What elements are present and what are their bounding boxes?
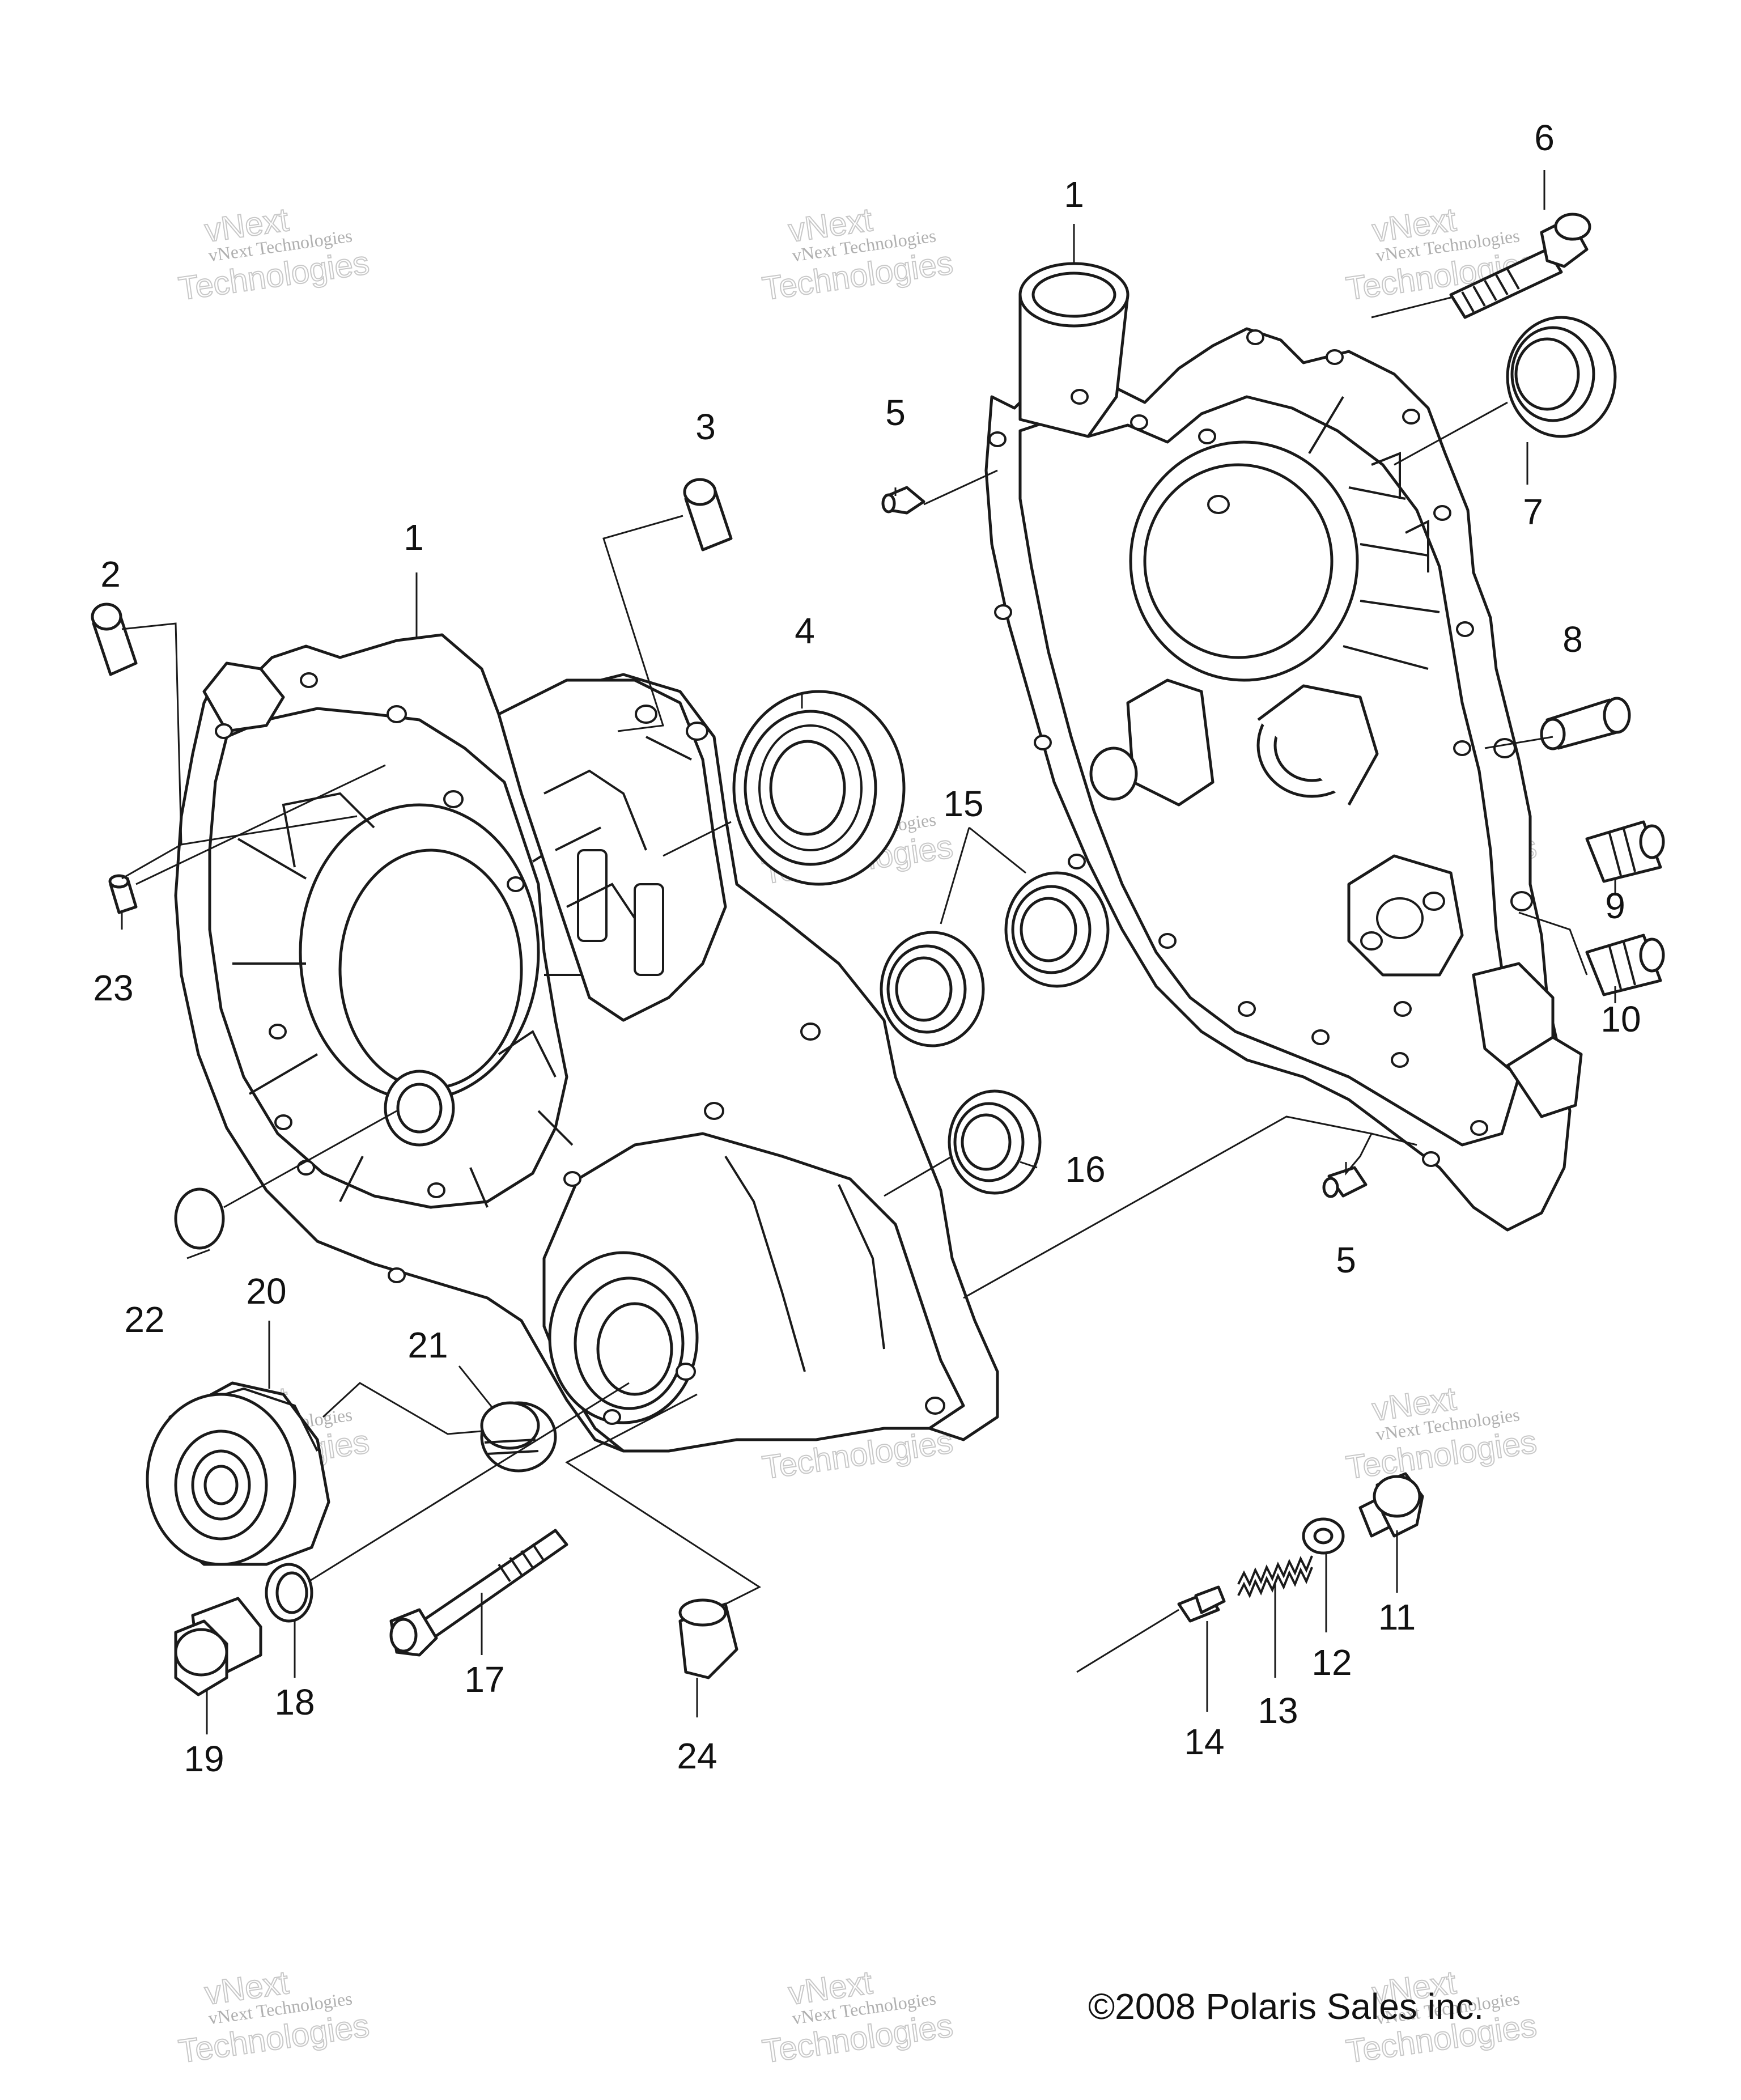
part-16-bearing [948, 1089, 1042, 1195]
leader-lines [121, 170, 1616, 1734]
callout-1-right: 1 [1064, 174, 1084, 215]
part-7-seal [1506, 316, 1617, 438]
callout-20: 20 [246, 1271, 286, 1312]
callout-7: 7 [1523, 491, 1543, 532]
part-21-seal [480, 1401, 557, 1473]
crankcase-left-half [174, 633, 999, 1453]
watermark-2: vNext vNext Technologies Technologies [759, 201, 956, 308]
part-20-cover [146, 1381, 330, 1566]
part-18-washer [265, 1563, 313, 1623]
part-17-bolt [389, 1529, 568, 1657]
part-15-bearing-lower [880, 931, 985, 1047]
part-3-bushing [683, 478, 733, 551]
callout-5-bottom: 5 [1336, 1240, 1356, 1280]
part-5-dowel-top [881, 486, 925, 515]
callout-1-left: 1 [404, 517, 424, 558]
part-14-plunger [1177, 1585, 1226, 1623]
callout-10: 10 [1600, 999, 1641, 1040]
part-12-washer [1302, 1517, 1345, 1555]
callout-2: 2 [100, 554, 121, 595]
callout-14: 14 [1184, 1721, 1224, 1762]
part-6-bolt [1449, 213, 1591, 319]
part-22-plug [174, 1187, 225, 1250]
callout-21: 21 [407, 1325, 448, 1365]
watermark-11: vNext vNext Technologies Technologies [759, 1963, 956, 2071]
callout-6: 6 [1534, 117, 1555, 158]
callout-15: 15 [943, 783, 983, 824]
callout-16: 16 [1065, 1149, 1105, 1190]
callout-4: 4 [795, 610, 815, 651]
part-10-fitting [1585, 934, 1665, 996]
callout-3: 3 [695, 406, 716, 447]
callout-8: 8 [1562, 619, 1583, 660]
callout-12: 12 [1311, 1642, 1352, 1683]
callout-24: 24 [677, 1736, 717, 1776]
callout-23: 23 [93, 968, 133, 1008]
callout-9: 9 [1605, 885, 1625, 926]
watermark-9: vNext vNext Technologies Technologies [1343, 1380, 1539, 1487]
watermark-1: vNext vNext Technologies Technologies [176, 201, 372, 308]
callout-22: 22 [124, 1299, 164, 1340]
part-24-dowel [678, 1598, 738, 1679]
watermark-12: vNext vNext Technologies Technologies [1343, 1963, 1539, 2071]
part-15-bearing-upper [1004, 871, 1110, 988]
part-8-dowel [1540, 697, 1631, 750]
callout-numbers: 1 1 2 3 4 5 5 6 7 8 9 10 11 12 13 14 15 … [93, 117, 1641, 1779]
crankcase-right-half [984, 262, 1583, 1232]
part-9-fitting [1585, 820, 1665, 883]
part-23-pin [108, 874, 138, 914]
callout-5-top: 5 [885, 392, 906, 433]
callout-11: 11 [1378, 1597, 1416, 1637]
part-19-plug [174, 1597, 262, 1696]
callout-13: 13 [1258, 1690, 1298, 1731]
part-2-bushing [91, 603, 138, 676]
callout-17: 17 [464, 1659, 504, 1700]
part-11-bolt [1358, 1472, 1424, 1538]
part-5-dowel-bottom [1322, 1166, 1368, 1198]
callout-19: 19 [184, 1738, 224, 1779]
copyright-notice: ©2008 Polaris Sales inc. [1088, 1986, 1484, 2027]
part-4-bearing [732, 690, 906, 886]
callout-18: 18 [274, 1682, 315, 1723]
watermark-10: vNext vNext Technologies Technologies [176, 1963, 372, 2071]
